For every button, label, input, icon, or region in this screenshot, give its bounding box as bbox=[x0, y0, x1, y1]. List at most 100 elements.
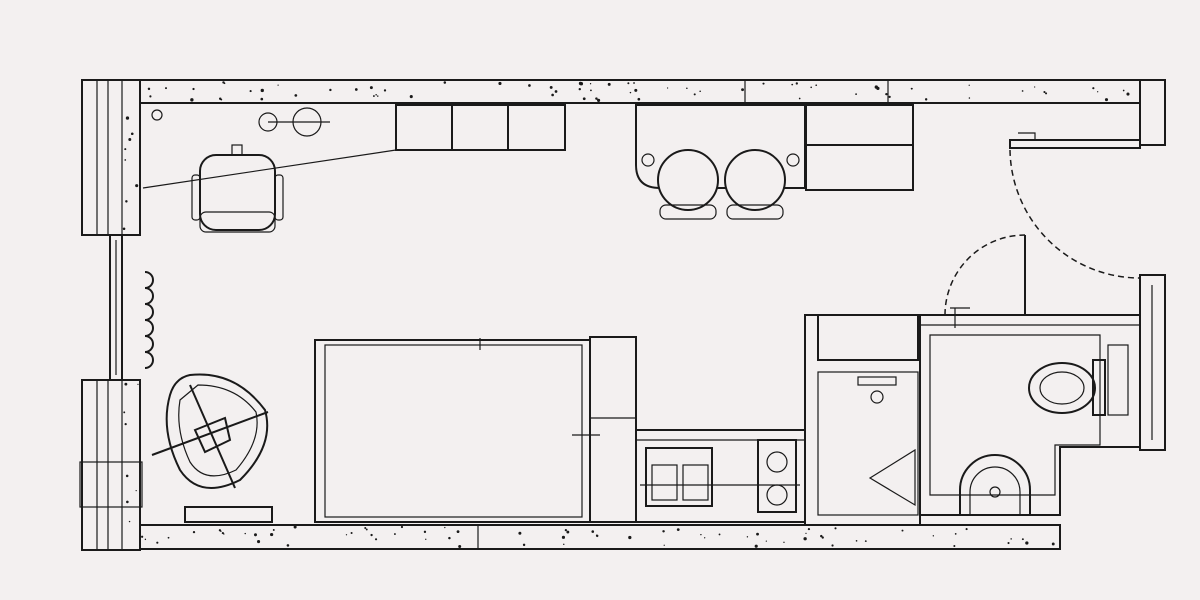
speckle bbox=[834, 527, 837, 530]
shower bbox=[804, 314, 921, 526]
speckle bbox=[135, 490, 137, 492]
speckle bbox=[149, 95, 152, 98]
speckle bbox=[156, 541, 159, 544]
speckle bbox=[1097, 91, 1099, 93]
speckle bbox=[444, 526, 446, 529]
speckle bbox=[409, 95, 413, 99]
desk-edge bbox=[142, 149, 397, 189]
speckle bbox=[518, 531, 522, 535]
speckle bbox=[1051, 542, 1055, 546]
speckle bbox=[582, 97, 586, 101]
speckle bbox=[741, 88, 744, 92]
speckle bbox=[662, 530, 665, 533]
speckle bbox=[791, 83, 794, 86]
speckle bbox=[425, 538, 427, 540]
speckle bbox=[244, 532, 246, 535]
speckle bbox=[135, 184, 139, 188]
speckle bbox=[564, 529, 568, 532]
speckle bbox=[756, 532, 759, 536]
speckle bbox=[876, 86, 880, 91]
speckle bbox=[551, 93, 554, 97]
speckle bbox=[369, 86, 373, 90]
speckle bbox=[634, 88, 638, 92]
entrance-door bbox=[1009, 132, 1141, 279]
speckle bbox=[554, 90, 558, 93]
speckle bbox=[124, 382, 128, 386]
speckle bbox=[1104, 98, 1109, 102]
speckle bbox=[633, 82, 635, 84]
speckle bbox=[765, 540, 767, 542]
speckle bbox=[329, 88, 332, 92]
speckle bbox=[596, 534, 599, 538]
speckle bbox=[1122, 89, 1125, 92]
speckle bbox=[1045, 92, 1048, 95]
speckle bbox=[141, 535, 144, 538]
speckle bbox=[128, 520, 131, 523]
speckle bbox=[125, 474, 129, 478]
speckle bbox=[629, 91, 632, 94]
speckle bbox=[260, 88, 264, 93]
speckle bbox=[549, 85, 553, 89]
speckle bbox=[400, 525, 404, 529]
speckle bbox=[607, 82, 611, 86]
speckle bbox=[699, 90, 701, 93]
speckle bbox=[595, 97, 598, 100]
speckle bbox=[627, 82, 630, 85]
speckle bbox=[700, 533, 702, 536]
speckle bbox=[807, 527, 811, 531]
speckle bbox=[566, 530, 570, 534]
speckle bbox=[821, 536, 824, 539]
bathroom bbox=[919, 314, 1141, 516]
speckle bbox=[125, 200, 128, 203]
speckle bbox=[137, 383, 139, 385]
speckle bbox=[864, 540, 867, 543]
wall-niche bbox=[79, 461, 143, 508]
speckle bbox=[1010, 538, 1012, 540]
speckle bbox=[954, 533, 957, 535]
speckle bbox=[393, 533, 396, 536]
speckle bbox=[253, 533, 257, 537]
window-left bbox=[109, 234, 123, 381]
speckle bbox=[345, 534, 348, 536]
speckle bbox=[522, 543, 526, 547]
speckle bbox=[578, 81, 583, 86]
bar-stool bbox=[657, 149, 719, 220]
speckle bbox=[820, 534, 823, 538]
speckle bbox=[798, 97, 801, 100]
speckle bbox=[364, 527, 367, 530]
speckle bbox=[628, 535, 632, 540]
speckle bbox=[277, 84, 279, 86]
speckle bbox=[855, 540, 858, 542]
sink-icon bbox=[640, 447, 800, 507]
speckle bbox=[144, 538, 147, 541]
speckle bbox=[1021, 90, 1024, 92]
speckle bbox=[350, 532, 353, 535]
desk-chair bbox=[191, 144, 284, 233]
speckle bbox=[1127, 93, 1130, 96]
speckle bbox=[223, 533, 225, 535]
speckle bbox=[528, 84, 531, 87]
speckle bbox=[192, 87, 195, 91]
speckle bbox=[686, 87, 688, 90]
speckle bbox=[374, 538, 378, 541]
speckle bbox=[676, 528, 680, 532]
speckle bbox=[293, 525, 297, 529]
lounge-chair bbox=[151, 373, 269, 489]
speckle bbox=[123, 411, 126, 414]
lamp-icon bbox=[151, 107, 330, 137]
speckle bbox=[968, 84, 970, 86]
speckle bbox=[498, 81, 502, 86]
speckle bbox=[762, 82, 765, 85]
speckle bbox=[365, 528, 368, 531]
speckle bbox=[130, 132, 134, 136]
speckle bbox=[220, 98, 223, 101]
speckle bbox=[855, 93, 857, 96]
speckle bbox=[147, 87, 151, 91]
speckle bbox=[888, 95, 891, 99]
speckle bbox=[597, 98, 601, 102]
speckle bbox=[126, 500, 129, 504]
speckle bbox=[810, 86, 812, 89]
speckle bbox=[663, 544, 665, 546]
speckle bbox=[443, 81, 447, 84]
